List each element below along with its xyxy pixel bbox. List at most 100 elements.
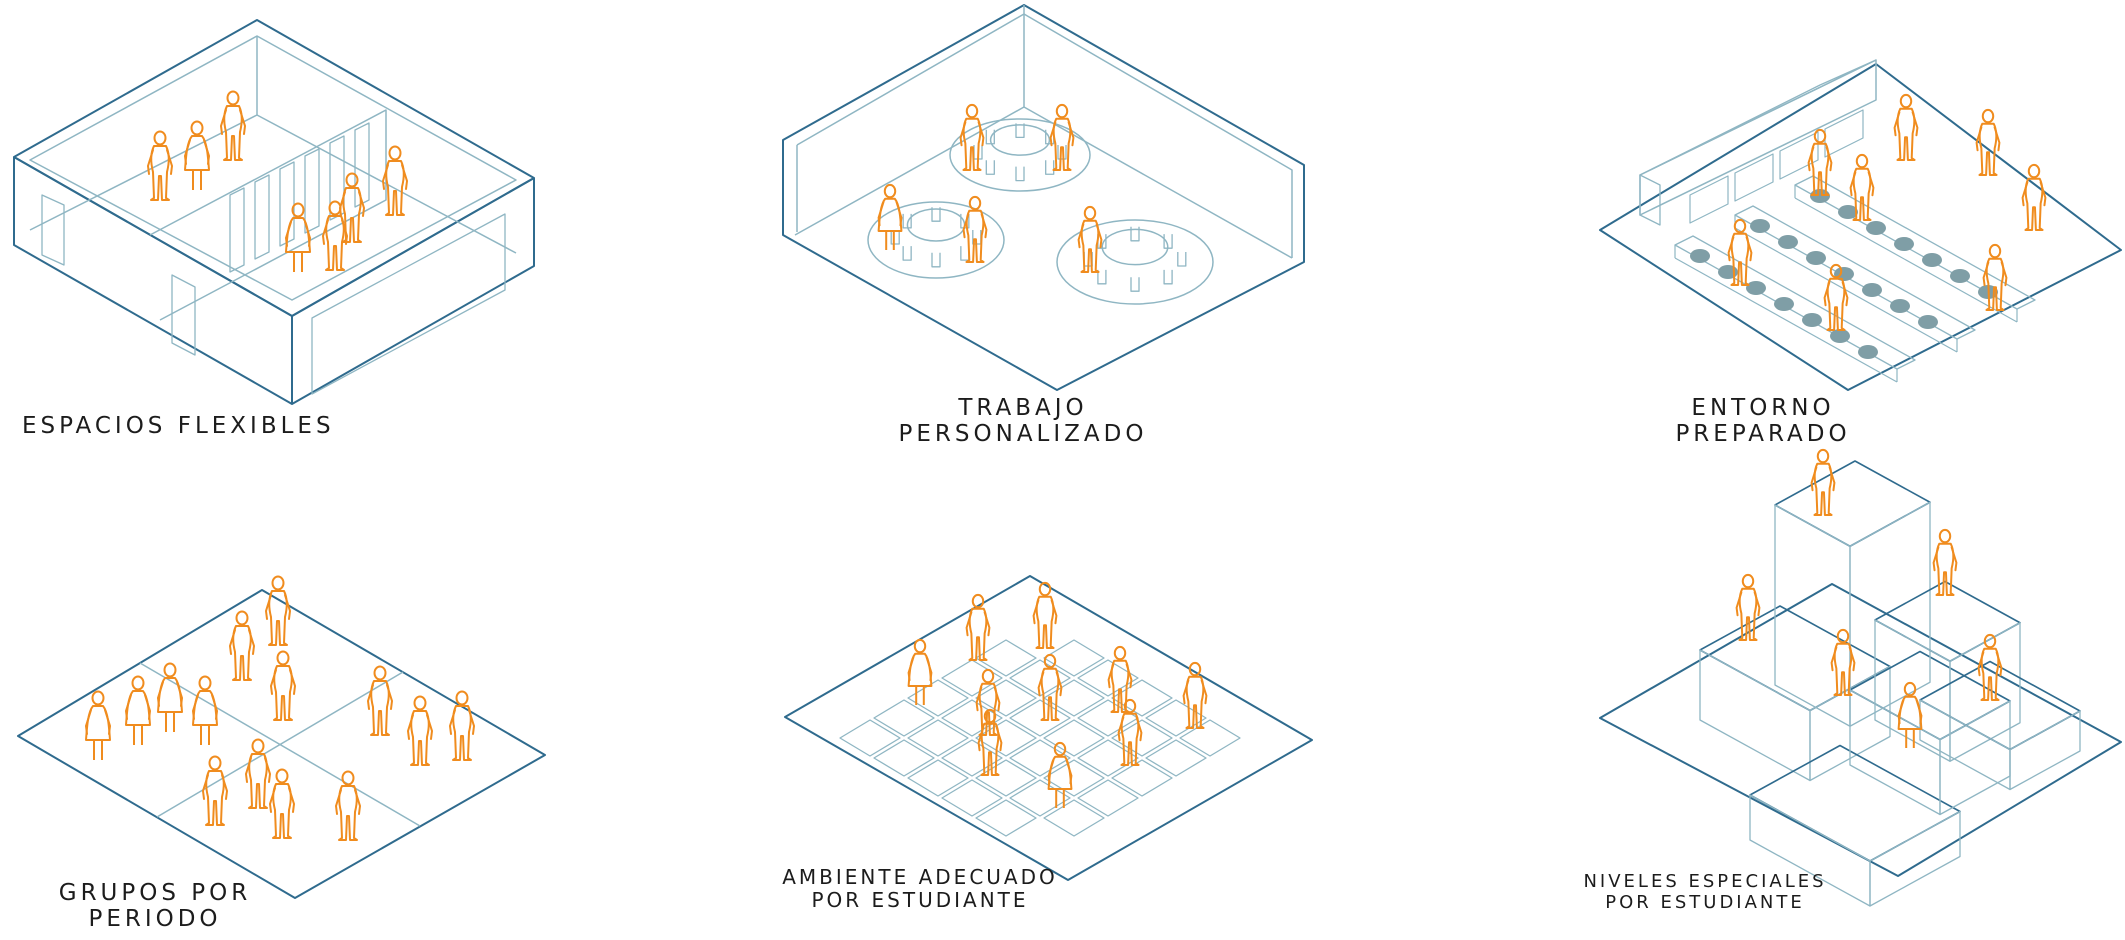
person-figure (228, 610, 256, 681)
panel-entorno-preparado (1599, 59, 2122, 391)
material-item (1922, 253, 1942, 267)
bench-bottom (1674, 257, 1898, 383)
person-body (1896, 107, 1916, 161)
label-line: NIVELES ESPECIALES (1583, 871, 1827, 892)
bench-bottom (1794, 197, 2018, 323)
label-trabajo-personalizado: TRABAJO PERSONALIZADO (858, 395, 1188, 448)
material-item (1862, 283, 1882, 297)
person-figure (269, 650, 297, 721)
person-body (1852, 167, 1872, 221)
floor-tile (1077, 779, 1139, 817)
person-figure (191, 675, 219, 745)
person-head (1188, 661, 1202, 677)
person-body (1813, 462, 1833, 516)
person-arms (1810, 466, 1836, 492)
person-head (971, 593, 985, 609)
person-figure (2021, 163, 2047, 231)
person-arms (1117, 716, 1143, 742)
person-arms (1982, 261, 2008, 287)
person-head (455, 690, 469, 706)
person-figure (962, 195, 988, 263)
person-arms (1107, 663, 1133, 689)
person-body (223, 105, 243, 161)
person-arms (1735, 591, 1761, 617)
person-arms (1830, 646, 1856, 672)
person-figure (201, 755, 229, 826)
room-left-top (13, 156, 293, 317)
person-figure (406, 695, 434, 766)
label-line: GRUPOS POR (58, 880, 252, 906)
person-head (1981, 108, 1995, 124)
person-arms (975, 686, 1001, 712)
person-body (1730, 232, 1750, 286)
person-arms (191, 694, 219, 720)
block-mid-left (1849, 689, 1941, 816)
person-figure (1117, 698, 1143, 766)
person-figure (1932, 528, 1958, 596)
floor-tile (1077, 699, 1139, 737)
floor-tile (975, 679, 1037, 717)
person-arms (334, 789, 362, 815)
floor-tile (941, 779, 1003, 817)
material-item (1894, 237, 1914, 251)
chair (1045, 160, 1055, 175)
person-body (273, 665, 293, 721)
person-arms (448, 709, 476, 735)
chair (1163, 234, 1173, 249)
person-arms (1077, 223, 1103, 249)
block-tower-top (1774, 460, 1931, 548)
person-figure (1977, 633, 2003, 701)
person-head (341, 770, 355, 786)
person-head (190, 120, 204, 136)
person-head (1741, 573, 1755, 589)
person-body (410, 710, 430, 766)
person-arms (201, 774, 229, 800)
material-item (1858, 345, 1878, 359)
person-arms (381, 164, 409, 190)
floor-tile (907, 719, 969, 757)
label-line: PERSONALIZADO (898, 421, 1148, 448)
person-figure (1893, 93, 1919, 161)
person-head (1083, 205, 1097, 221)
person-figure (1032, 581, 1058, 649)
person-figure (959, 103, 985, 171)
person-head (965, 103, 979, 119)
person-arms (965, 611, 991, 637)
material-item (1918, 315, 1938, 329)
person-arms (959, 121, 985, 147)
person-head (1123, 698, 1137, 714)
shelf-cubby (1779, 131, 1819, 180)
person-head (1816, 448, 1830, 464)
person-figure (264, 575, 292, 646)
panel-grupos-por-periodo (17, 575, 546, 899)
person-figure (244, 738, 272, 809)
person-body (2024, 177, 2044, 231)
person-arms (1849, 171, 1875, 197)
door-left (41, 194, 65, 266)
person-body (968, 607, 988, 661)
panel-trabajo-personalizado (782, 4, 1305, 391)
bench-top (1674, 235, 1916, 370)
chair (890, 230, 900, 245)
floor-tile (1009, 739, 1071, 777)
person-arms (269, 669, 297, 695)
person-figure (977, 708, 1003, 776)
person-figure (1049, 103, 1075, 171)
person-arms (2021, 181, 2047, 207)
block-low-left-right (1809, 665, 1891, 782)
person-arms (1807, 146, 1833, 172)
chair (931, 252, 941, 268)
label-line: PERIODO (88, 906, 222, 933)
chair (931, 207, 941, 222)
label-line: ESPACIOS FLEXIBLES (22, 413, 335, 439)
floor-tile (839, 719, 901, 757)
person-arms (1897, 699, 1923, 725)
person-head (1813, 128, 1827, 144)
person-figure (877, 183, 903, 250)
label-line: ENTORNO (1691, 395, 1835, 421)
person-arms (1032, 599, 1058, 625)
person-figure (1975, 108, 2001, 176)
person-head (1899, 93, 1913, 109)
person-figure (1823, 263, 1849, 331)
sliding-panel (304, 148, 320, 234)
